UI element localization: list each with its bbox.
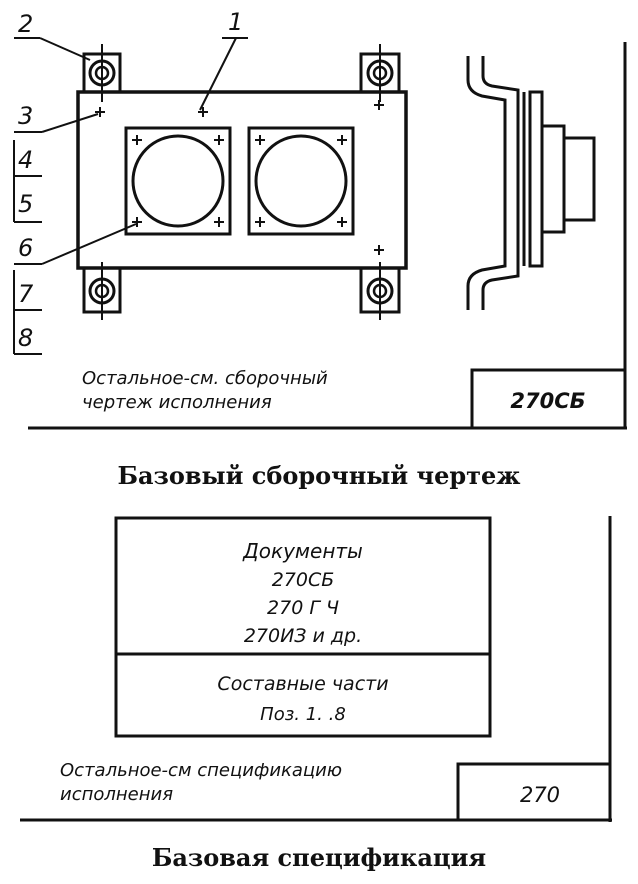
callout-number: 1 (228, 8, 243, 36)
callout-4: 4 (13, 140, 42, 222)
callout-2: 2 (14, 10, 91, 61)
specification: Документы 270СБ 270 Г Ч 270ИЗ и др. Сост… (20, 516, 612, 872)
screw-plus (373, 244, 385, 256)
documents-heading: Документы (242, 539, 363, 563)
side-view (466, 56, 596, 310)
spec-note-line2: исполнения (60, 784, 173, 805)
assembly-drawing: 2 1 3 4 5 6 7 (13, 8, 627, 490)
assembly-code-box (470, 368, 627, 430)
corner-bracket-bottom-left (82, 262, 122, 320)
spec-code-box (456, 762, 612, 822)
document-item: 270ИЗ и др. (244, 625, 362, 647)
callout-number: 8 (18, 324, 33, 352)
spec-note-line1: Остальное-см спецификацию (60, 760, 342, 781)
spec-table (114, 516, 492, 738)
callout-6: 6 (14, 223, 137, 265)
callout-number: 4 (18, 146, 33, 174)
callout-7: 7 (13, 270, 42, 354)
assembly-note-line2: чертеж исполнения (82, 392, 272, 413)
assembly-code: 270СБ (510, 389, 585, 413)
corner-bracket-bottom-right (359, 262, 401, 320)
callout-number: 5 (18, 190, 33, 218)
components-value: Поз. 1. .8 (260, 704, 346, 725)
screw-plus (373, 99, 385, 111)
document-item: 270СБ (272, 569, 335, 591)
callout-number: 3 (18, 102, 33, 130)
screw-plus (197, 106, 209, 118)
document-item: 270 Г Ч (267, 597, 339, 619)
callout-number: 2 (18, 10, 33, 38)
spec-caption: Базовая спецификация (152, 843, 486, 872)
callout-1: 1 (199, 8, 248, 111)
base-plate (76, 90, 408, 270)
callout-number: 6 (18, 234, 33, 262)
callout-8: 8 (14, 324, 42, 355)
spec-code: 270 (520, 783, 560, 807)
callout-3: 3 (14, 102, 99, 133)
callout-5: 5 (14, 190, 42, 223)
instrument-right (247, 126, 355, 236)
instrument-left (124, 126, 232, 236)
assembly-caption: Базовый сборочный чертеж (117, 461, 520, 490)
corner-bracket-top-right (359, 44, 401, 102)
corner-bracket-top-left (82, 44, 122, 102)
callout-number: 7 (18, 280, 34, 308)
assembly-note-line1: Остальное-см. сборочный (82, 368, 328, 389)
components-heading: Составные части (217, 673, 388, 695)
